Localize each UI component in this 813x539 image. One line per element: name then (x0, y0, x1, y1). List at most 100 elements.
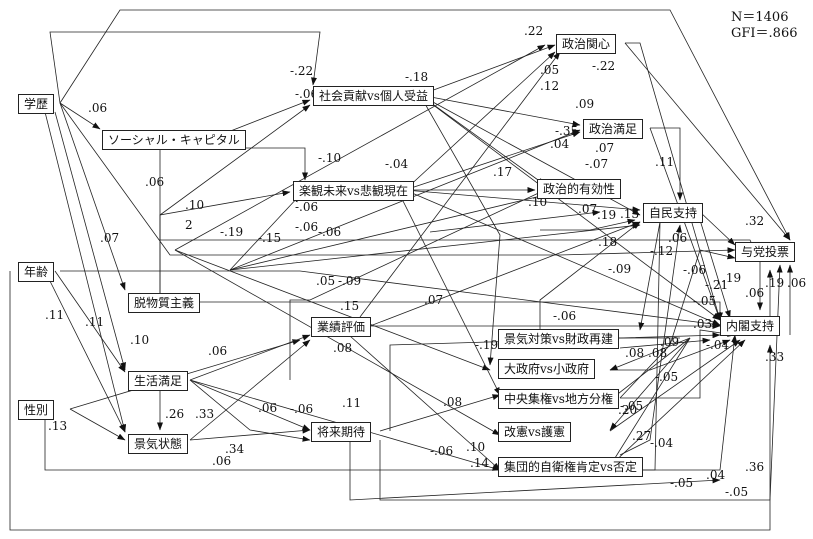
path-arrow (69, 408, 126, 441)
path-arrow (44, 270, 126, 433)
path-coefficient-label: -.06 (553, 309, 576, 323)
path-coefficient-label: .15 (340, 299, 359, 313)
path-coefficient-label: .10 (130, 333, 149, 347)
path-coefficient-label: .09 (575, 97, 594, 111)
path-coefficient-label: .11 (342, 396, 361, 410)
path-coefficient-label: .20 (618, 403, 637, 417)
path-arrow (419, 94, 721, 321)
path-coefficients: .06.07.10.11.11.26.33.13.06.06.06.34.102… (45, 24, 806, 499)
path-coefficient-label: .10 (185, 198, 204, 212)
path-arrow (289, 189, 546, 380)
path-arrow (609, 337, 691, 371)
path-arrow (619, 249, 736, 399)
path-arrow (404, 189, 721, 326)
path-arrow (195, 301, 723, 321)
path-arrow (638, 221, 661, 331)
path-arrow (229, 194, 301, 271)
path-arrow (419, 94, 546, 186)
path-arrow (60, 270, 721, 328)
path-arrow (610, 339, 731, 371)
path-arrow (229, 193, 546, 271)
path-arrow (625, 42, 721, 321)
path-arrow (189, 379, 311, 431)
path-coefficient-label: -.06 (683, 263, 706, 277)
path-coefficient-label: .27 (632, 429, 651, 443)
path-coefficient-label: .04 (550, 137, 569, 151)
path-coefficient-label: -.05 (693, 294, 716, 308)
node-keiki-taisaku: 景気対策vs財政再建 (498, 329, 619, 349)
path-arrow (609, 337, 691, 431)
node-chuo: 中央集権vs地方分権 (498, 389, 619, 409)
node-jimin: 自民支持 (643, 203, 704, 223)
path-arrow-gakureki-shakai (49, 31, 321, 104)
path-coefficient-label: .06 (787, 276, 806, 290)
path-coefficient-label: .08 (443, 395, 462, 409)
path-arrow (174, 44, 546, 251)
path-arrow (189, 427, 311, 441)
path-arrow (404, 131, 581, 191)
path-coefficient-label: .11 (655, 155, 674, 169)
path-coefficient-label: .06 (745, 286, 764, 300)
path-coefficient-label: -.06 (295, 200, 318, 214)
path-arrow (540, 218, 636, 231)
path-coefficient-label: -.06 (430, 444, 453, 458)
path-coefficient-label: .06 (212, 454, 231, 468)
path-coefficient-label: .06 (208, 344, 227, 358)
path-coefficient-label: .18 (598, 235, 617, 249)
path-coefficient-label: -.19 (220, 225, 243, 239)
path-coefficient-label: -.06 (295, 87, 318, 101)
path-arrow (59, 9, 791, 241)
path-coefficient-label: -.05 (620, 399, 643, 413)
path-coefficient-label: .05 (316, 274, 335, 288)
path-coefficient-label: 2 (185, 218, 193, 232)
path-arrow (609, 339, 741, 432)
node-datsubusshitsu: 脱物質主義 (128, 293, 201, 313)
path-coefficient-label: -.07 (585, 157, 608, 171)
path-coefficient-label: .08 (625, 346, 644, 360)
path-arrow (619, 224, 682, 456)
node-seikatsu: 生活満足 (128, 371, 189, 391)
node-kaiken: 改憲vs護憲 (498, 422, 571, 442)
path-coefficient-label: .33 (195, 407, 214, 421)
node-seiji-manzoku: 政治満足 (583, 119, 644, 139)
path-arrow (54, 270, 126, 373)
path-arrow (650, 127, 683, 201)
path-coefficient-label: .06 (88, 101, 107, 115)
node-seibetsu: 性別 (18, 400, 55, 420)
node-yoto: 与党投票 (735, 242, 796, 262)
path-arrow (9, 271, 773, 531)
path-coefficient-label: .17 (493, 165, 512, 179)
gfi-value: GFI＝.866 (731, 26, 798, 41)
path-coefficient-label: .04 (706, 468, 725, 482)
path-coefficient-label: .07 (578, 202, 597, 216)
path-arrow (369, 221, 641, 327)
path-arrow (379, 264, 783, 501)
node-seiji-kanshin: 政治関心 (556, 34, 617, 54)
path-coefficient-label: -.22 (592, 59, 615, 73)
node-gakureki: 学歴 (18, 94, 55, 114)
path-coefficient-label: .08 (648, 346, 667, 360)
path-coefficient-label: .06 (668, 231, 687, 245)
path-coefficient-label: -.04 (385, 157, 409, 171)
path-coefficient-label: -.04 (650, 436, 674, 450)
path-arrow (404, 51, 556, 191)
path-arrow (54, 111, 126, 371)
path-coefficient-label: .09 (660, 335, 679, 349)
path-coefficient-label: .10 (466, 440, 485, 454)
path-arrow (44, 111, 127, 433)
sample-size: N＝1406 (731, 10, 789, 25)
path-arrow (349, 440, 721, 501)
path-coefficient-label: .13 (620, 207, 639, 221)
path-coefficient-label: -.05 (725, 485, 748, 499)
path-coefficient-label: -.12 (650, 244, 673, 258)
node-naikaku: 内閣支持 (720, 316, 781, 336)
path-coefficient-label: .11 (45, 308, 64, 322)
path-coefficient-label: -.10 (318, 151, 341, 165)
path-coefficient-label: .08 (333, 341, 352, 355)
path-coefficient-label: -.05 (670, 476, 693, 490)
path-coefficient-label: .36 (745, 460, 764, 474)
path-arrow (174, 249, 501, 436)
path-arrow (419, 94, 501, 366)
path-coefficient-label: .33 (765, 350, 784, 364)
